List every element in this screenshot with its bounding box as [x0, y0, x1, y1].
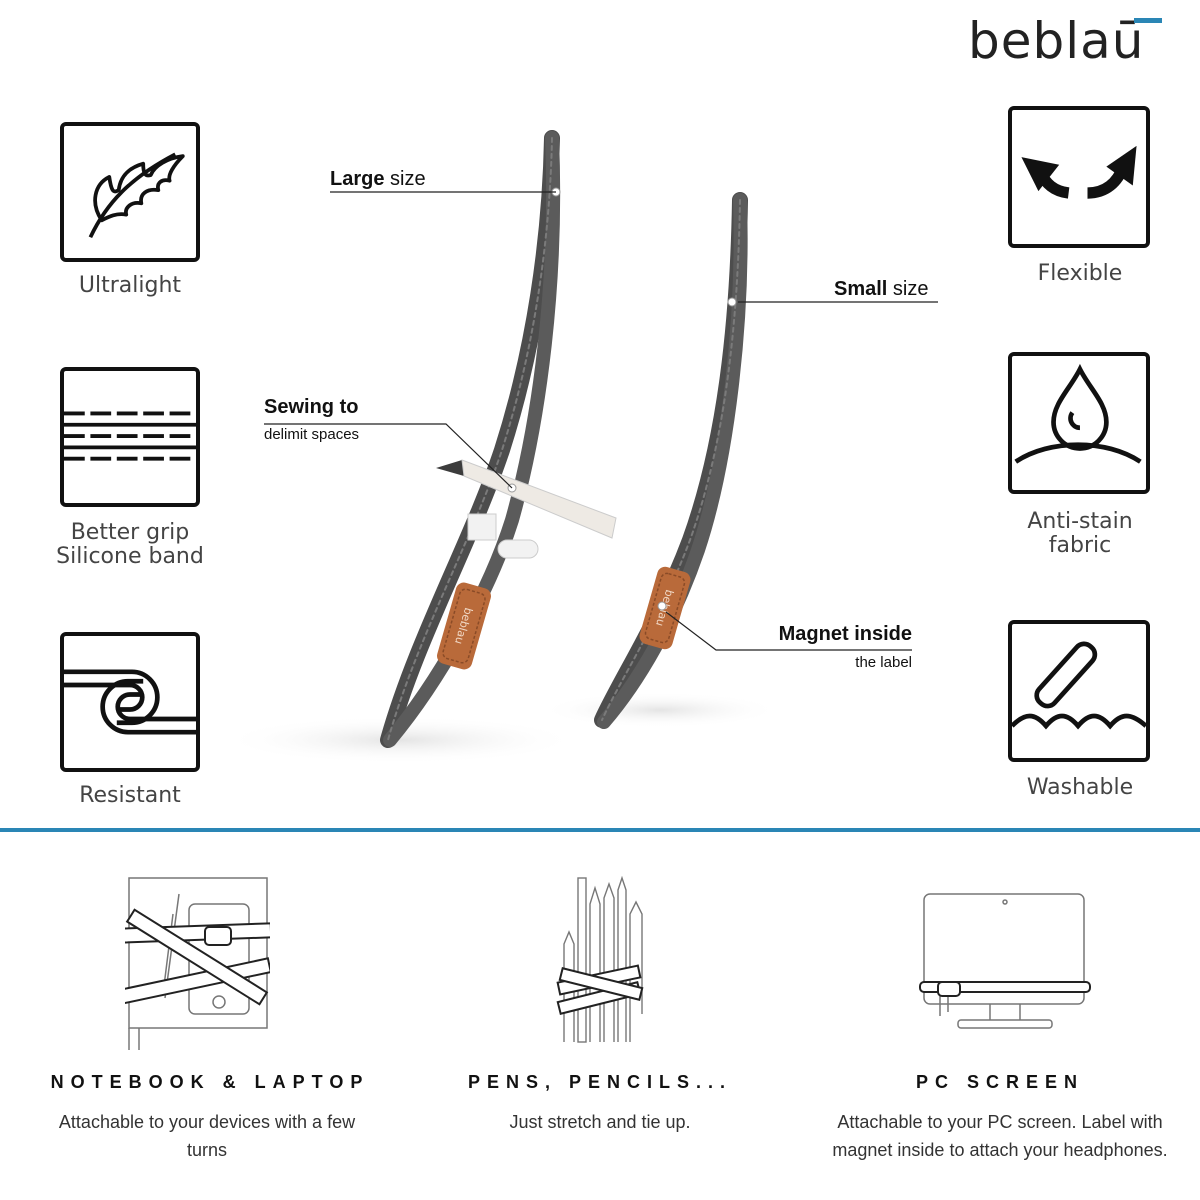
feature-label: Resistant: [79, 783, 181, 808]
brand-logo: beblaū: [968, 8, 1168, 68]
use-title-pc: PC SCREEN: [915, 1072, 1085, 1092]
small-size-dot: [727, 297, 737, 307]
product-illustration: beblau beblau: [220, 120, 1000, 820]
use-title-notebook: NOTEBOOK & LAPTOP: [50, 1072, 370, 1092]
callout-large-bold: Large: [330, 168, 385, 190]
feature-label-line1: Better grip: [70, 520, 190, 545]
callout-sewing-sub: delimit spaces: [264, 426, 360, 443]
water-drop-icon: [1008, 352, 1150, 494]
curved-arrows-icon: [1008, 106, 1150, 248]
wash-bar-icon: [1008, 620, 1150, 762]
use-title-pens: PENS, PENCILS...: [467, 1072, 733, 1092]
callout-magnet-sub: the label: [855, 654, 912, 671]
feature-washable: Washable: [1008, 620, 1180, 800]
logo-accent-bar: [1134, 18, 1162, 23]
white-clip: [467, 513, 497, 541]
feature-label-line1: Anti-stain: [1027, 509, 1133, 534]
feature-label: Washable: [1026, 775, 1134, 800]
monitor-band-icon: [918, 892, 1094, 1032]
section-divider: [0, 828, 1200, 832]
feature-ultralight: Ultralight: [60, 122, 230, 298]
magnet-dot: [657, 601, 667, 611]
chain-link-icon: [60, 632, 200, 772]
use-desc-line1: Attachable to your PC screen. Label with: [837, 1112, 1163, 1132]
feather-icon: [60, 122, 200, 262]
feature-better-grip: Better grip Silicone band: [56, 367, 230, 569]
callout-sewing-title: Sewing to: [264, 396, 359, 418]
large-band: [380, 130, 561, 748]
callout-small-size: Small size: [834, 278, 928, 301]
use-desc-notebook: Attachable to your devices with a few tu…: [20, 1108, 394, 1164]
feature-label: Flexible: [1037, 261, 1123, 286]
feature-label-line2: fabric: [1048, 533, 1112, 558]
feature-anti-stain: Anti-stain fabric: [1008, 352, 1180, 558]
pencil-icon: [436, 459, 617, 539]
grip-lines-icon: [60, 367, 200, 507]
callout-large-size: Large size: [330, 168, 426, 191]
notebook-band-icon: [119, 874, 273, 1054]
callout-lines: [264, 191, 938, 651]
feature-resistant: Resistant: [60, 632, 230, 808]
feature-label: Anti-stain fabric: [980, 510, 1180, 558]
use-desc-line2: turns: [186, 1140, 228, 1160]
use-desc-pens: Just stretch and tie up.: [509, 1112, 691, 1132]
feature-label: Better grip Silicone band: [30, 521, 230, 569]
callout-small-light: size: [887, 278, 929, 300]
feature-label-line2: Silicone band: [56, 544, 204, 569]
feature-flexible: Flexible: [1008, 106, 1180, 286]
floor-shadow: [540, 692, 780, 728]
callout-large-light: size: [384, 168, 426, 190]
logo-text: beblaū: [968, 12, 1144, 68]
use-desc-pc: Attachable to your PC screen. Label with…: [810, 1108, 1190, 1164]
callout-magnet-title: Magnet inside: [778, 623, 912, 645]
pencils-band-icon: [556, 874, 646, 1046]
floor-shadow: [220, 716, 580, 764]
callout-small-bold: Small: [834, 278, 888, 300]
feature-label: Ultralight: [78, 273, 182, 298]
use-desc-line1: Attachable to your devices with a few: [58, 1112, 356, 1132]
white-clip-tab: [497, 539, 539, 559]
leather-label-large: beblau: [437, 582, 491, 670]
use-desc-line2: magnet inside to attach your headphones.: [832, 1140, 1168, 1160]
